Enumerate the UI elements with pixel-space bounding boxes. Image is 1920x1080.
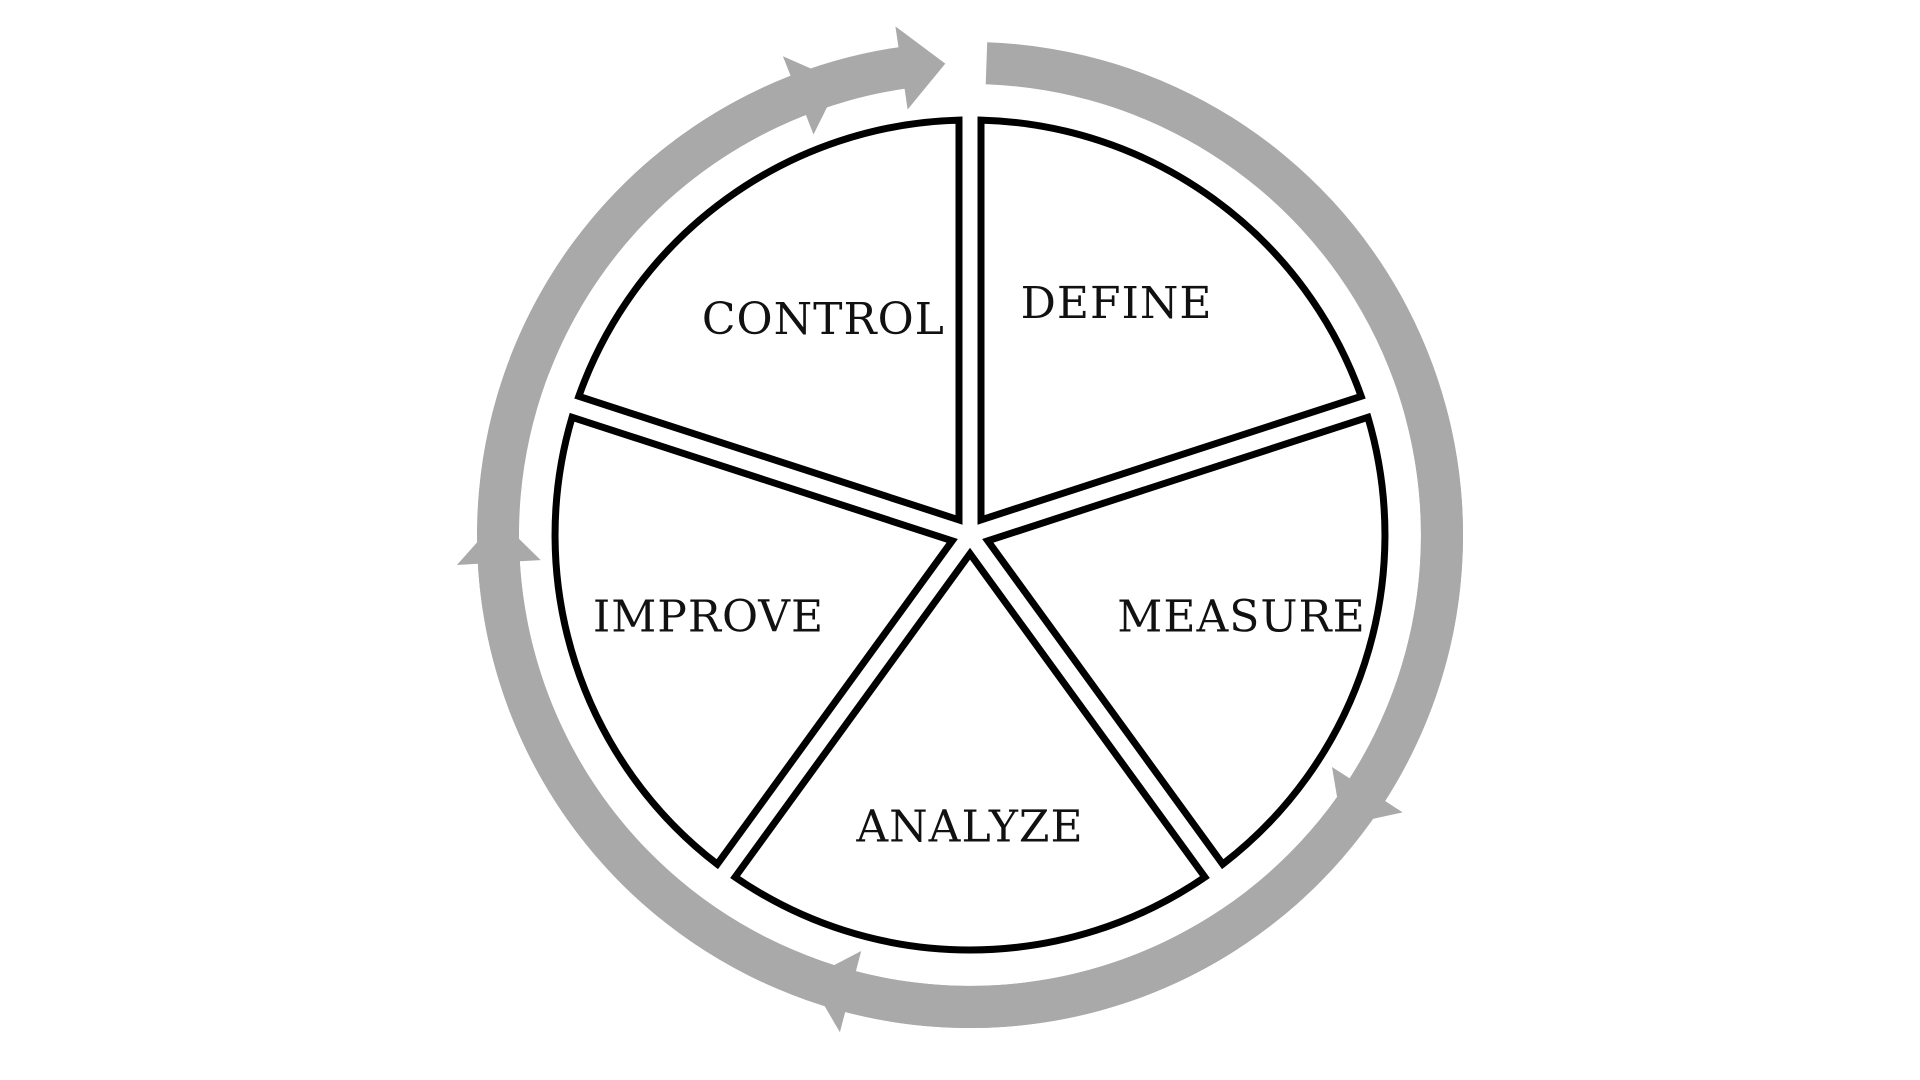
- cycle-segments: [551, 116, 1389, 954]
- segment-label-control: CONTROL: [702, 294, 945, 345]
- arrow-control-to-define: [509, 26, 946, 374]
- segment-label-improve: IMPROVE: [593, 592, 824, 643]
- arrow-define-to-measure: [985, 42, 1464, 826]
- segment-control: [574, 116, 963, 525]
- segment-improve: [551, 412, 958, 870]
- cycle-arrows: [456, 26, 1464, 1033]
- segment-measure: [982, 412, 1389, 870]
- segment-define: [977, 116, 1366, 525]
- cycle-labels: DEFINE MEASURE ANALYZE IMPROVE CONTROL: [593, 278, 1365, 853]
- segment-label-measure: MEASURE: [1117, 592, 1365, 643]
- segment-label-define: DEFINE: [1021, 278, 1213, 329]
- segment-label-analyze: ANALYZE: [855, 802, 1083, 853]
- arrow-measure-to-analyze: [808, 407, 1464, 1033]
- segment-analyze: [730, 547, 1210, 954]
